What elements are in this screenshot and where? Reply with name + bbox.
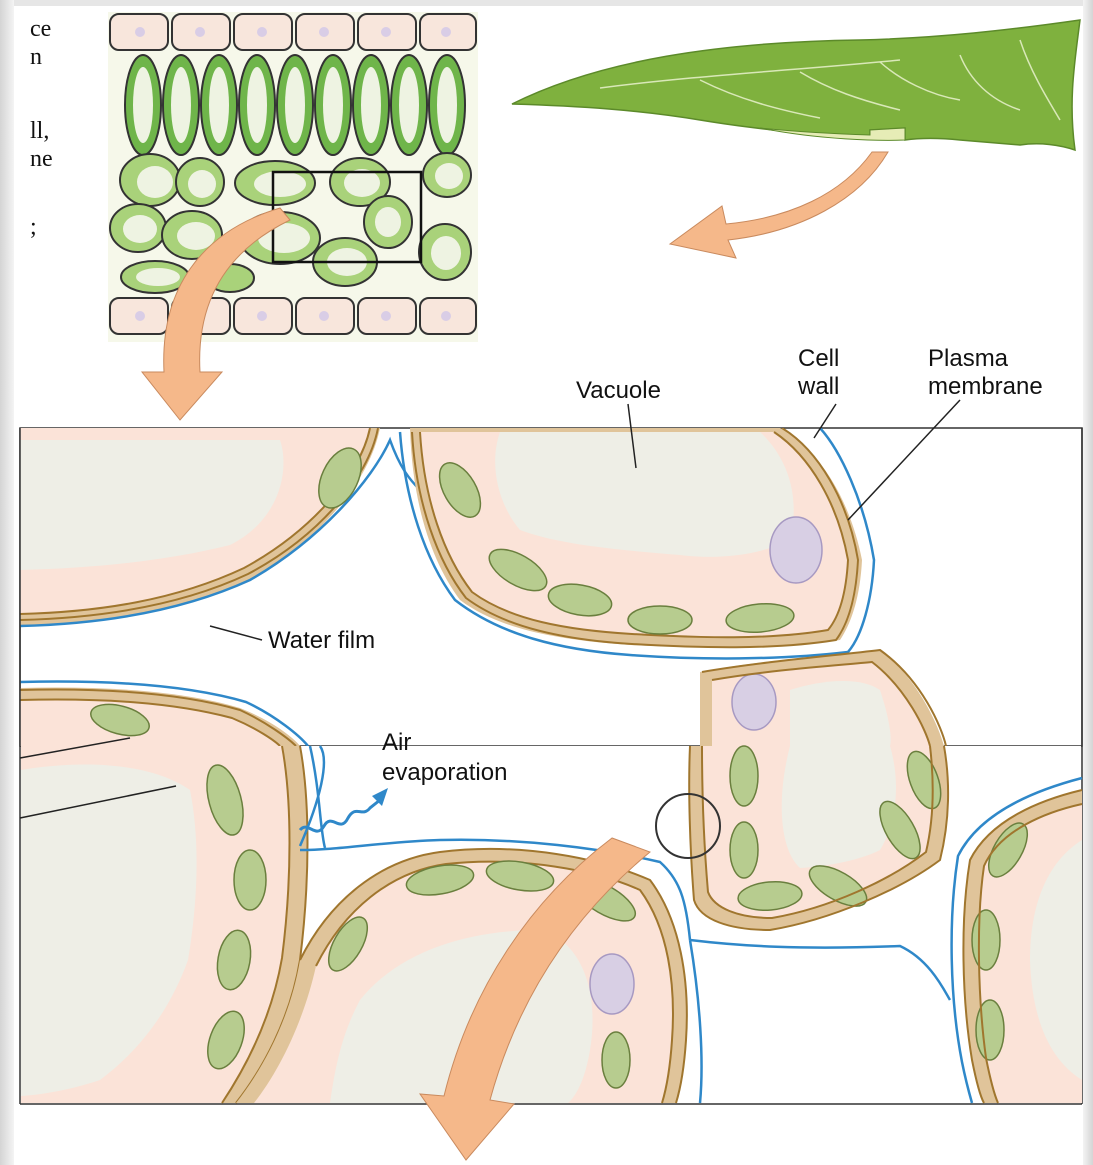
leaf-illustration (512, 20, 1080, 258)
cell-detail-diagram (20, 428, 1082, 746)
air-label: Air (382, 730, 411, 756)
plasma-membrane-label-line2: membrane (928, 374, 1043, 400)
leaf-cross-section (108, 12, 478, 342)
cell-wall-label-line2: wall (798, 374, 839, 400)
nucleus (770, 517, 822, 583)
water-film-label: Water film (268, 628, 375, 654)
vacuole-label: Vacuole (576, 378, 661, 404)
cell-wall-label-line1: Cell (798, 346, 839, 372)
leaf-zoom-arrow (670, 152, 888, 258)
plasma-membrane-label-line1: Plasma (928, 346, 1008, 372)
evaporation-label: evaporation (382, 760, 507, 786)
